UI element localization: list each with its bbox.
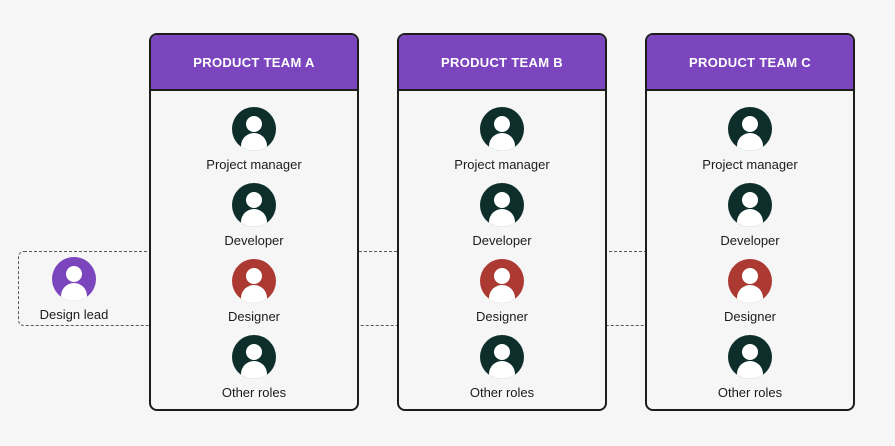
member-developer: Developer [151,183,357,248]
team-header: PRODUCT TEAM B [399,35,605,91]
team-header: PRODUCT TEAM A [151,35,357,91]
team-card-c: PRODUCT TEAM C Project manager Developer… [645,33,855,411]
role-label: Other roles [221,385,287,400]
design-lead: Design lead [28,257,120,322]
member-project-manager: Project manager [647,107,853,172]
person-icon [52,257,96,301]
role-label: Project manager [702,157,798,172]
person-icon [480,183,524,227]
role-label: Project manager [454,157,550,172]
role-label: Designer [475,309,529,324]
member-designer: Designer [399,259,605,324]
person-icon [728,107,772,151]
person-icon [728,183,772,227]
person-icon [728,259,772,303]
design-lead-label: Design lead [39,307,109,322]
role-label: Other roles [717,385,783,400]
role-label: Designer [227,309,281,324]
person-icon [232,259,276,303]
member-designer: Designer [647,259,853,324]
role-label: Developer [472,233,532,248]
member-other-roles: Other roles [647,335,853,400]
role-label: Developer [720,233,780,248]
person-icon [480,335,524,379]
person-icon [232,107,276,151]
person-icon [480,107,524,151]
member-designer: Designer [151,259,357,324]
member-developer: Developer [399,183,605,248]
team-card-a: PRODUCT TEAM A Project manager Developer… [149,33,359,411]
member-project-manager: Project manager [151,107,357,172]
role-label: Project manager [206,157,302,172]
member-developer: Developer [647,183,853,248]
team-card-b: PRODUCT TEAM B Project manager Developer… [397,33,607,411]
person-icon [728,335,772,379]
person-icon [232,183,276,227]
role-label: Designer [723,309,777,324]
team-header: PRODUCT TEAM C [647,35,853,91]
member-other-roles: Other roles [399,335,605,400]
role-label: Developer [224,233,284,248]
person-icon [480,259,524,303]
role-label: Other roles [469,385,535,400]
person-icon [232,335,276,379]
member-other-roles: Other roles [151,335,357,400]
member-project-manager: Project manager [399,107,605,172]
